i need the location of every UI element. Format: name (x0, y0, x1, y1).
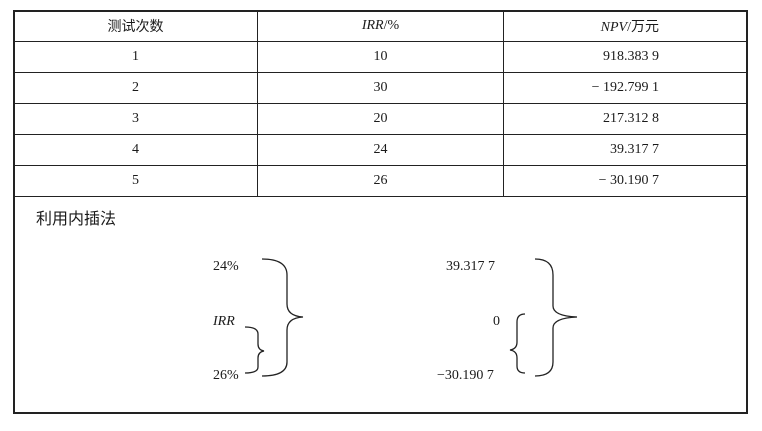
header-irr: IRR/% (257, 10, 504, 42)
header-npv: NPV/万元 (503, 10, 748, 42)
irr-large-brace (261, 258, 304, 377)
irr-top-label: 24% (213, 259, 239, 274)
cell-trial: 4 (13, 134, 258, 166)
table-row: 5 26 − 30.190 7 (13, 165, 748, 197)
cell-trial: 1 (13, 41, 258, 73)
table-header-row: 测试次数 IRR/% NPV/万元 (13, 10, 748, 42)
irr-small-brace (244, 326, 265, 374)
cell-npv: 918.383 9 (503, 41, 748, 73)
cell-trial: 5 (13, 165, 258, 197)
header-irr-unit: /% (383, 18, 400, 33)
irr-middle-label: IRR (213, 314, 235, 329)
header-irr-var: IRR (361, 18, 384, 33)
table-row: 1 10 918.383 9 (13, 41, 748, 73)
irr-bottom-label: 26% (213, 368, 239, 383)
header-npv-unit: /万元 (627, 20, 659, 35)
npv-small-brace (509, 313, 526, 374)
npv-bottom-label: −30.190 7 (437, 368, 494, 383)
irr-npv-table: 测试次数 IRR/% NPV/万元 1 10 918.383 9 2 30 − … (13, 10, 748, 197)
cell-npv: 217.312 8 (503, 103, 748, 135)
cell-npv: − 30.190 7 (503, 165, 748, 197)
cell-trial: 3 (13, 103, 258, 135)
cell-irr: 20 (257, 103, 504, 135)
npv-large-brace (534, 258, 578, 377)
cell-npv: − 192.799 1 (503, 72, 748, 104)
table-row: 3 20 217.312 8 (13, 103, 748, 135)
cell-irr: 24 (257, 134, 504, 166)
cell-irr: 26 (257, 165, 504, 197)
interpolation-caption: 利用内插法 (36, 209, 117, 228)
cell-irr: 10 (257, 41, 504, 73)
npv-middle-label: 0 (493, 314, 500, 329)
header-npv-var: NPV (600, 20, 628, 35)
npv-top-label: 39.317 7 (446, 259, 495, 274)
